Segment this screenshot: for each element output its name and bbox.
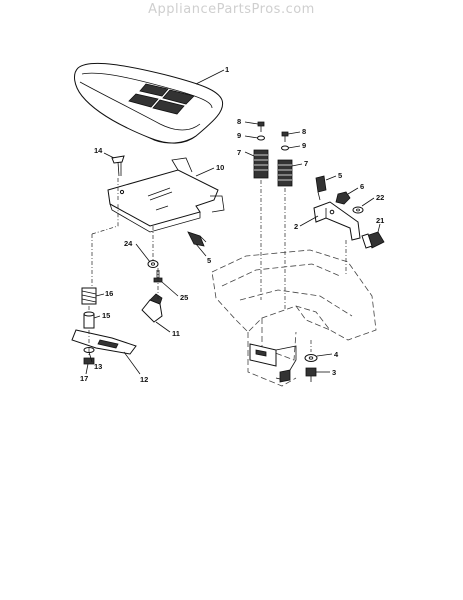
callout-7-left: 7 [237, 148, 241, 157]
callout-6: 6 [360, 182, 364, 191]
callout-25: 25 [180, 293, 188, 302]
nut-part-6[interactable] [335, 191, 351, 205]
callout-16: 16 [105, 289, 113, 298]
callout-11: 11 [172, 329, 180, 338]
bracket-part-11[interactable] [141, 293, 163, 323]
callout-14: 14 [94, 146, 103, 155]
callout-4: 4 [334, 350, 339, 359]
hinge-plate-part-12[interactable] [71, 329, 137, 355]
callout-7-right: 7 [304, 159, 308, 168]
nut-part-17[interactable] [83, 357, 95, 365]
callout-1: 1 [225, 65, 229, 74]
callout-15: 15 [102, 311, 110, 320]
washer-part-22[interactable] [352, 206, 364, 214]
washer-part-24[interactable] [147, 260, 159, 268]
seat-part[interactable] [74, 62, 224, 144]
spring-part-7-left[interactable] [253, 149, 269, 179]
callout-9-right: 9 [302, 141, 306, 150]
bolt-part-14[interactable] [111, 155, 125, 177]
callout-9-left: 9 [237, 131, 241, 140]
spring-part-7-right[interactable] [277, 159, 293, 187]
bracket-part-2[interactable] [313, 201, 361, 241]
assembly-line [91, 204, 119, 235]
clip-part-5-upper[interactable] [315, 175, 327, 201]
washer-part-9-left[interactable] [257, 135, 265, 141]
bolt-part-3[interactable] [305, 367, 317, 382]
knob-part-21[interactable] [361, 231, 385, 249]
seat-pan-part[interactable] [107, 157, 225, 233]
callout-22: 22 [376, 193, 384, 202]
bolt-part-8-right[interactable] [281, 131, 289, 142]
callout-2: 2 [294, 222, 298, 231]
callout-8-right: 8 [302, 127, 306, 136]
callout-10: 10 [216, 163, 224, 172]
watermark: AppliancePartsPros.com [148, 2, 315, 17]
bolt-part-8-left[interactable] [257, 121, 265, 132]
callout-21: 21 [376, 216, 384, 225]
callout-12: 12 [140, 375, 148, 384]
callout-13: 13 [94, 362, 102, 371]
clip-part-5-lower[interactable] [187, 231, 207, 247]
callout-5-upper: 5 [338, 171, 342, 180]
spring-part-16[interactable] [81, 287, 97, 305]
washer-part-4[interactable] [304, 354, 318, 362]
callout-8-left: 8 [237, 117, 241, 126]
washer-part-9-right[interactable] [281, 145, 289, 151]
hinge-bracket-lower[interactable] [249, 343, 297, 383]
callout-17: 17 [80, 374, 88, 383]
callout-5-lower: 5 [207, 256, 211, 265]
leader-lines [85, 69, 381, 375]
frame-outline [211, 249, 377, 387]
callout-3: 3 [332, 368, 336, 377]
callout-24: 24 [124, 239, 133, 248]
cap-part-15[interactable] [83, 311, 95, 329]
